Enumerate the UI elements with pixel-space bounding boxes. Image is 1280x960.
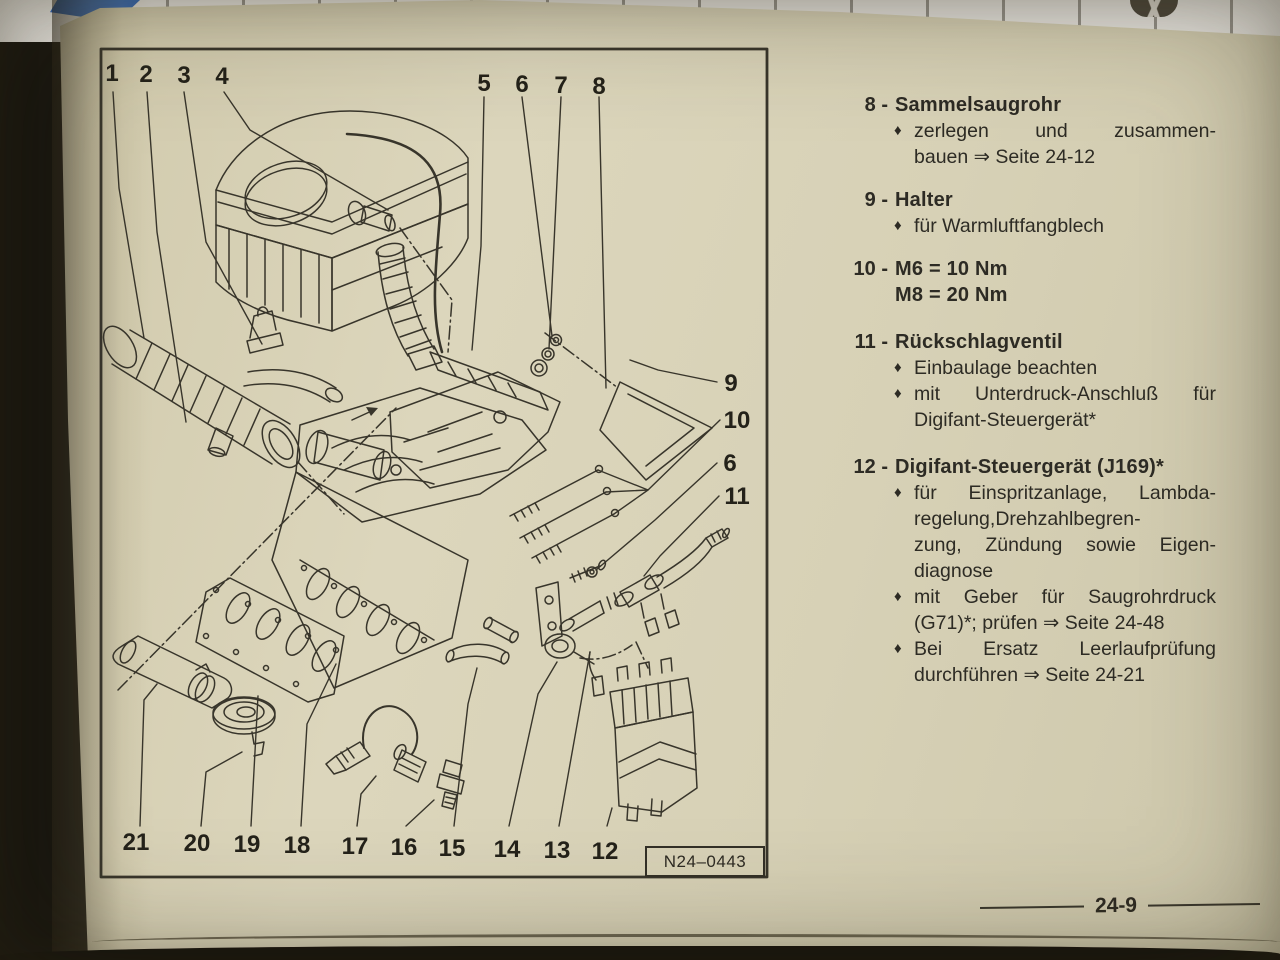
control-unit — [588, 651, 698, 822]
page-footer: 24-9 — [979, 892, 1261, 920]
intake-manifold — [271, 387, 595, 689]
item-title-line2: M8 = 20 Nm — [895, 284, 1008, 306]
callout-1: 1 — [105, 60, 119, 87]
legend-line: bauen ⇒ Seite 24-12 — [914, 146, 1096, 168]
manifold-gasket — [195, 577, 345, 703]
callout-11: 11 — [724, 483, 750, 510]
item-title: Halter — [895, 189, 953, 211]
callout-18: 18 — [283, 832, 311, 859]
corrugated-hose — [375, 242, 443, 371]
spacer — [842, 282, 888, 308]
bullet-diamond-icon: ♦ — [894, 359, 902, 376]
intake-air-duct — [102, 306, 344, 469]
item-title: Digifant-Steuergerät (J169)* — [895, 456, 1164, 478]
bullet-diamond-icon: ♦ — [894, 484, 902, 501]
legend-line: mit Geber für Saugrohrdruck — [914, 586, 1216, 608]
callout-6: 6 — [515, 71, 529, 98]
legend-line: für Warmluftfangblech — [914, 215, 1105, 237]
page-bottom-edge — [92, 934, 1280, 949]
item-number: 10 - — [853, 258, 888, 280]
pipe — [112, 635, 233, 709]
leader-lines — [112, 91, 721, 827]
callout-13: 13 — [543, 837, 571, 864]
warm-air-shield — [389, 351, 713, 489]
callout-14: 14 — [493, 836, 521, 863]
legend-line: Digifant-Steuergerät* — [914, 409, 1097, 431]
callout-12: 12 — [591, 838, 619, 865]
lambda-sensor — [325, 705, 427, 783]
callout-4: 4 — [215, 63, 229, 90]
small-sensor — [436, 759, 465, 810]
direction-arrow-head — [366, 407, 378, 416]
construction-lines — [117, 227, 649, 691]
callout-20: 20 — [183, 830, 211, 857]
item-number: 8 - — [864, 94, 888, 116]
legend-section-12: 12 - Digifant-Steuergerät (J169)* ♦ für … — [842, 454, 1226, 688]
air-filter-housing — [215, 110, 469, 332]
callout-2: 2 — [139, 61, 153, 88]
legend-line: Bei Ersatz Leerlaufprüfung — [914, 638, 1216, 660]
legend-line: (G71)*; prüfen ⇒ Seite 24-48 — [914, 612, 1165, 634]
vacuum-hose — [345, 132, 444, 354]
callout-6-right: 6 — [723, 450, 737, 477]
legend-line: regelung,Drehzahlbegren- — [914, 508, 1141, 530]
item-number: 12 - — [853, 456, 888, 478]
legend-section-9: 9 - Halter ♦ für Warmluftfangblech — [842, 187, 1226, 239]
callout-5: 5 — [477, 70, 491, 97]
legend-line: für Einspritzanlage, Lambda- — [914, 482, 1216, 504]
callout-3: 3 — [177, 62, 191, 89]
callout-15: 15 — [438, 835, 466, 862]
item-title: Rückschlagventil — [895, 331, 1063, 353]
callout-16: 16 — [390, 834, 418, 861]
bolts-and-washers — [509, 333, 620, 583]
item-number: 9 - — [864, 189, 888, 211]
footer-rule-left — [979, 905, 1085, 909]
legend-line: zung, Zündung sowie Eigen- — [914, 534, 1216, 556]
item-title: Sammelsaugrohr — [895, 94, 1062, 116]
legend-section-8: 8 - Sammelsaugrohr ♦ zerlegen und zusamm… — [842, 92, 1226, 170]
footer-rule-right — [1148, 903, 1261, 907]
legend-line: diagnose — [914, 560, 994, 582]
legend-section-10: 10 - M6 = 10 Nm M8 = 20 Nm — [842, 256, 1226, 308]
round-object-top-edge — [1130, 0, 1178, 17]
bullet-diamond-icon: ♦ — [894, 217, 902, 234]
callout-7: 7 — [554, 72, 568, 99]
item-title: M6 = 10 Nm — [895, 258, 1008, 280]
diaphragm-cap — [212, 696, 276, 757]
callout-10: 10 — [723, 407, 751, 434]
legend-line: Einbaulage beachten — [914, 357, 1098, 379]
figure-id-box: N24–0443 — [645, 846, 765, 877]
check-valve-hose — [559, 527, 731, 637]
legend-line: mit Unterdruck-Anschluß für — [914, 383, 1216, 405]
legend-line: zerlegen und zusammen- — [914, 120, 1216, 142]
callout-19: 19 — [233, 831, 261, 858]
callout-9: 9 — [724, 370, 738, 397]
bullet-diamond-icon: ♦ — [894, 385, 902, 402]
callout-21: 21 — [122, 829, 150, 856]
page-number: 24-9 — [1094, 893, 1138, 918]
diagram-frame — [99, 47, 769, 879]
legend-column: 8 - Sammelsaugrohr ♦ zerlegen und zusamm… — [842, 92, 1226, 705]
callout-17: 17 — [341, 833, 369, 860]
legend-line: durchführen ⇒ Seite 24-21 — [914, 664, 1145, 686]
shadow-below-page — [0, 946, 1280, 960]
bullet-diamond-icon: ♦ — [894, 122, 902, 139]
figure-id: N24–0443 — [663, 851, 747, 871]
legend-section-11: 11 - Rückschlagventil ♦ Einbaulage beach… — [842, 329, 1226, 433]
item-number: 11 - — [854, 331, 888, 353]
bullet-diamond-icon: ♦ — [894, 588, 902, 605]
bullet-diamond-icon: ♦ — [894, 640, 902, 657]
callout-8: 8 — [592, 73, 606, 100]
